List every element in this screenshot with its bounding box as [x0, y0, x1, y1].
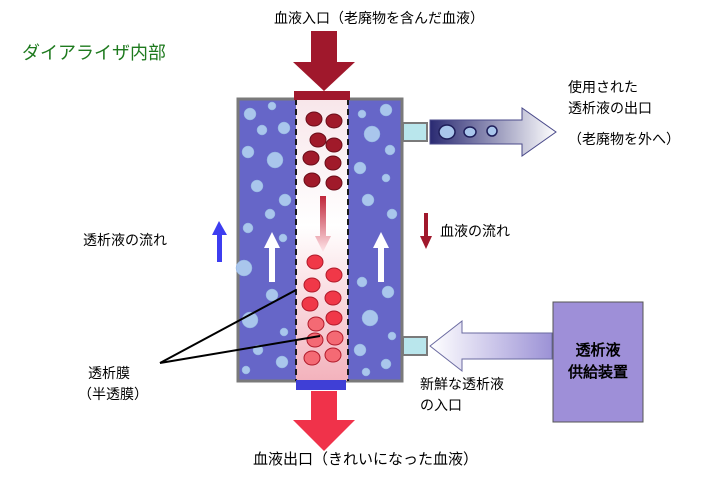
- dirty-blood-cells: [302, 111, 343, 191]
- blood-inlet-label: 血液入口（老廃物を含んだ血液）: [274, 11, 484, 27]
- dialysate-bubbles-right: [353, 103, 398, 377]
- membrane-pointer-1: [159, 289, 297, 364]
- blood-outlet-cap: [296, 380, 346, 390]
- blood-inlet-cap: [294, 91, 350, 100]
- supply-device-label-line2: 供給装置: [567, 363, 629, 381]
- blood-down-arrow-inner: [315, 196, 331, 252]
- blood-flow-icon: [420, 213, 432, 249]
- blood-inlet-arrow: [293, 31, 355, 91]
- blood-outlet-label: 血液出口（きれいになった血液）: [253, 450, 479, 468]
- supply-device-label-line1: 透析液: [575, 341, 621, 359]
- dialysate-up-arrow-right: [373, 232, 389, 282]
- dialysate-flow-label: 透析液の流れ: [83, 233, 167, 249]
- blood-flow-label: 血液の流れ: [440, 224, 510, 240]
- membrane-pointer-2: [159, 335, 321, 364]
- membrane-label-line1: 透析膜: [88, 366, 130, 382]
- dialysate-up-arrow-left: [264, 232, 280, 282]
- outflow-bubbles: [438, 124, 498, 140]
- dialysate-bubbles-left: [235, 101, 292, 375]
- diagram-title: ダイアライザ内部: [22, 43, 166, 64]
- dialysate-inlet-port: [402, 336, 428, 356]
- used-dialysate-label-line1: 使用された: [568, 80, 638, 96]
- used-dialysate-label-line3: （老廃物を外へ）: [568, 132, 680, 148]
- blood-outlet-arrow: [293, 391, 355, 451]
- dialysate-flow-icon: [212, 221, 227, 262]
- used-dialysate-label-line2: 透析液の出口: [568, 101, 652, 117]
- dialysate-supply-device: [552, 301, 644, 423]
- fresh-dialysate-label-line1: 新鮮な透析液: [420, 377, 504, 393]
- fresh-dialysate-label-line2: の入口: [420, 398, 462, 414]
- membrane-label-line2: （半透膜）: [78, 387, 148, 403]
- fresh-dialysate-inlet-arrow: [429, 319, 553, 373]
- dialysate-outlet-port: [402, 122, 428, 142]
- clean-blood-cells: [301, 254, 344, 366]
